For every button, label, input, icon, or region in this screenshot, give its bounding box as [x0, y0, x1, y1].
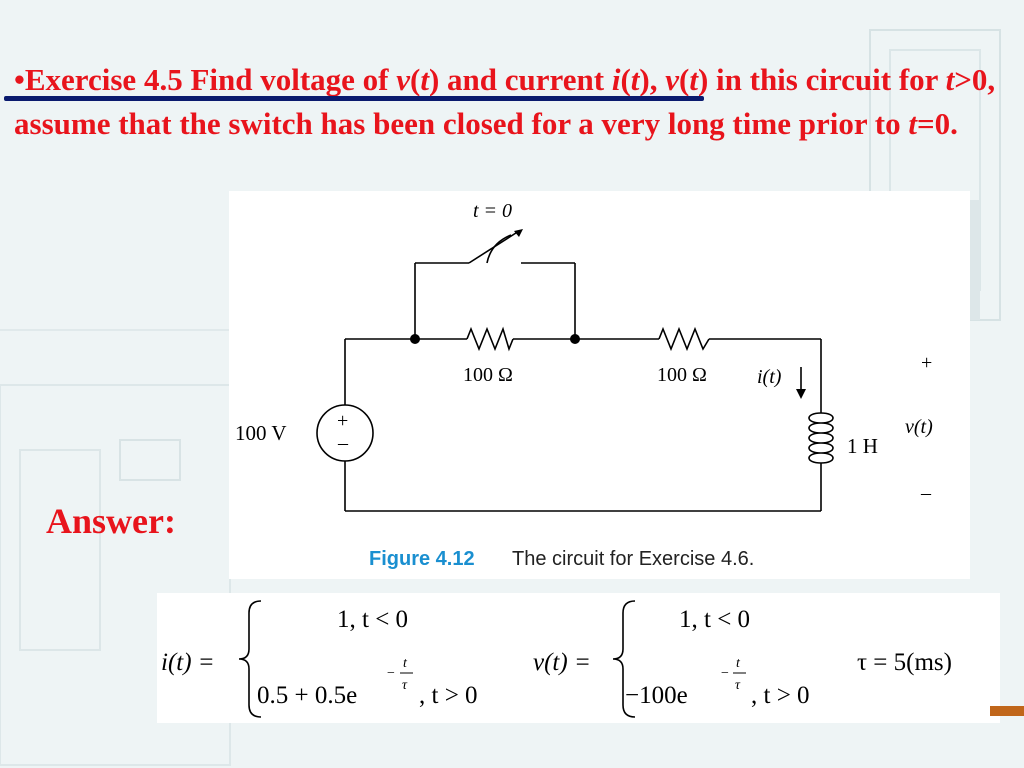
resistor-1: [466, 326, 514, 352]
circuit-figure: t = 0 100 Ω 100 Ω + – 100 V i(t) 1 H + v…: [229, 191, 970, 579]
voltage-label: v(t): [905, 416, 933, 438]
figure-caption-text: The circuit for Exercise 4.6.: [512, 548, 754, 570]
resistor-2-label: 100 Ω: [657, 364, 707, 386]
v-exp-den: τ: [735, 678, 741, 693]
source-plus: +: [337, 410, 348, 432]
v-exp-num: t: [736, 656, 741, 671]
v-case-2-cond: , t > 0: [751, 682, 810, 709]
source-label: 100 V: [235, 421, 287, 445]
decor-bar: [990, 706, 1024, 716]
title-underline: [4, 96, 704, 101]
answer-label: Answer:: [46, 501, 176, 541]
v-case-1: 1, t < 0: [679, 606, 750, 633]
i-case-1: 1, t < 0: [337, 606, 408, 633]
node-right: [570, 334, 580, 344]
i-brace: [238, 600, 262, 718]
i-exp-num: t: [403, 656, 408, 671]
voltage-plus: +: [921, 352, 932, 374]
inductor-label: 1 H: [847, 434, 878, 458]
i-equation-lhs: i(t) =: [161, 649, 215, 676]
slide-title: •Exercise 4.5 Find voltage of v(t) and c…: [14, 62, 996, 141]
answer-equations: i(t) = 1, t < 0 0.5 + 0.5e − t τ , t > 0…: [157, 593, 1000, 723]
resistor-2: [658, 326, 710, 352]
resistor-1-label: 100 Ω: [463, 364, 513, 386]
tau-equation: τ = 5(ms): [857, 649, 952, 676]
i-exp-den: τ: [402, 678, 408, 693]
node-left: [410, 334, 420, 344]
i-case-2-cond: , t > 0: [419, 682, 478, 709]
source-minus: –: [337, 432, 349, 454]
i-exp-minus: −: [387, 666, 395, 681]
v-equation-lhs: v(t) =: [533, 649, 591, 676]
v-case-2-base: −100e: [625, 682, 688, 709]
inductor-1h: [808, 412, 834, 466]
figure-caption-number: Figure 4.12: [369, 548, 475, 570]
v-exp-minus: −: [721, 666, 729, 681]
v-brace: [612, 600, 636, 718]
current-label: i(t): [757, 366, 782, 388]
i-case-2-base: 0.5 + 0.5e: [257, 682, 357, 709]
voltage-minus: –: [920, 482, 932, 504]
voltage-source: [316, 404, 374, 462]
switch-label: t = 0: [473, 200, 512, 222]
